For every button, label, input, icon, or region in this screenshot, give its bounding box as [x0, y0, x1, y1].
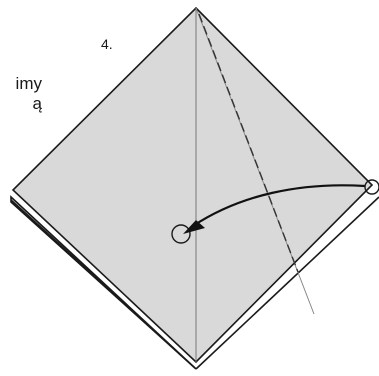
instruction-line-1: imy [15, 74, 42, 93]
source-point-marker [364, 179, 379, 195]
fold-line-dashed [198, 13, 299, 273]
fold-arrow-path [192, 184, 366, 227]
instruction-line-2: ą [32, 94, 42, 113]
back-layer-edge-left [10, 199, 197, 370]
instruction-text-fragment: imy ą [0, 74, 42, 114]
fold-arrow-head [183, 220, 205, 234]
step-number: 4. [101, 36, 113, 52]
paper-square [11, 6, 374, 364]
target-point-marker [171, 224, 191, 244]
back-layer-edge-right [195, 196, 379, 370]
